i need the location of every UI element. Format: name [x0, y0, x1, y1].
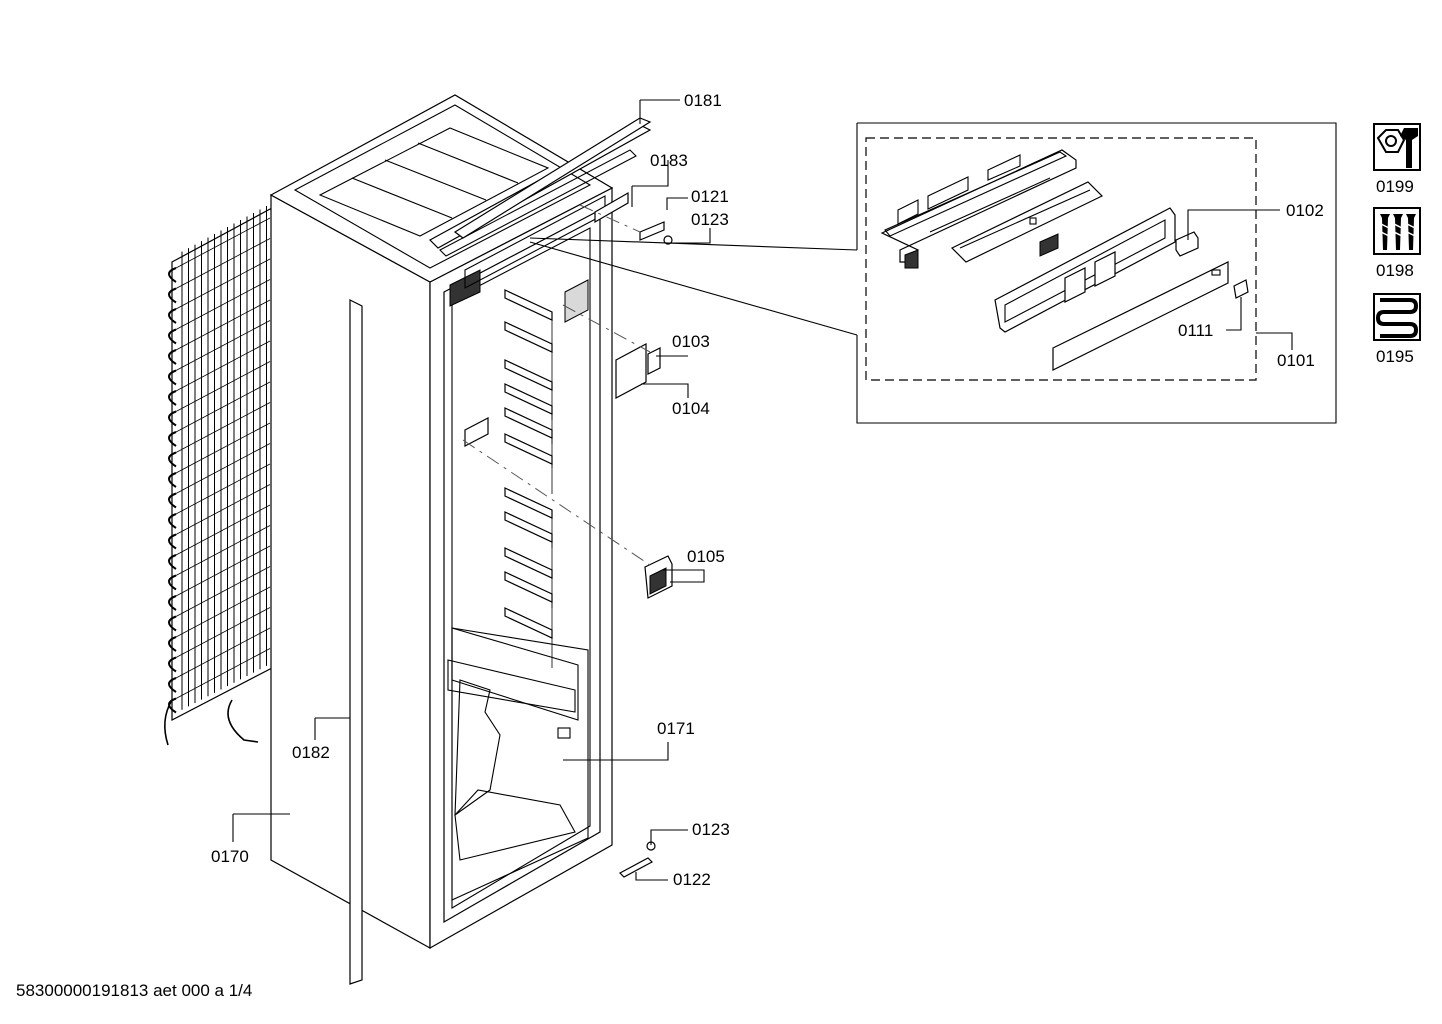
label-0122: 0122: [673, 870, 711, 889]
bottom-hinge-parts: [619, 841, 656, 878]
control-module-detail: [856, 122, 1337, 424]
leader-lines: [232, 99, 711, 881]
label-0102: 0102: [1286, 201, 1324, 220]
label-0111: 0111: [1178, 321, 1213, 340]
label-0123-top: 0123: [691, 210, 729, 229]
label-0181: 0181: [684, 91, 722, 110]
drawing-code: 58300000191813 aet 000 a 1/4: [16, 981, 253, 1000]
label-0121: 0121: [691, 187, 729, 206]
legend: 0199 0198 0195: [1373, 123, 1421, 366]
top-rail-parts: [453, 117, 652, 239]
label-0182: 0182: [292, 743, 330, 762]
screws-icon: [1373, 207, 1421, 255]
label-0105: 0105: [687, 547, 725, 566]
door-seal-strip: [349, 299, 363, 985]
explosion-lines: [462, 204, 651, 566]
coil-icon: [1373, 293, 1421, 341]
legend-label-0199: 0199: [1376, 177, 1414, 196]
lamp-part: [644, 555, 673, 599]
label-0103: 0103: [672, 332, 710, 351]
refrigerator-cabinet: [269, 94, 652, 950]
label-0183: 0183: [650, 151, 688, 170]
label-0123-bottom: 0123: [692, 820, 730, 839]
cover-parts: [615, 343, 661, 399]
legend-label-0198: 0198: [1376, 261, 1414, 280]
callout-labels: 0181 0183 0121 0123 0103 0104 0105 0171 …: [211, 91, 1324, 889]
label-0171: 0171: [657, 719, 695, 738]
condenser-coil: [164, 205, 273, 746]
top-hinge-parts: [639, 221, 673, 245]
label-0101: 0101: [1277, 351, 1315, 370]
nut-and-wrench-icon: [1373, 123, 1421, 171]
label-0170: 0170: [211, 847, 249, 866]
legend-label-0195: 0195: [1376, 347, 1414, 366]
detail-connector-lines: [529, 237, 858, 336]
label-0104: 0104: [672, 399, 710, 418]
